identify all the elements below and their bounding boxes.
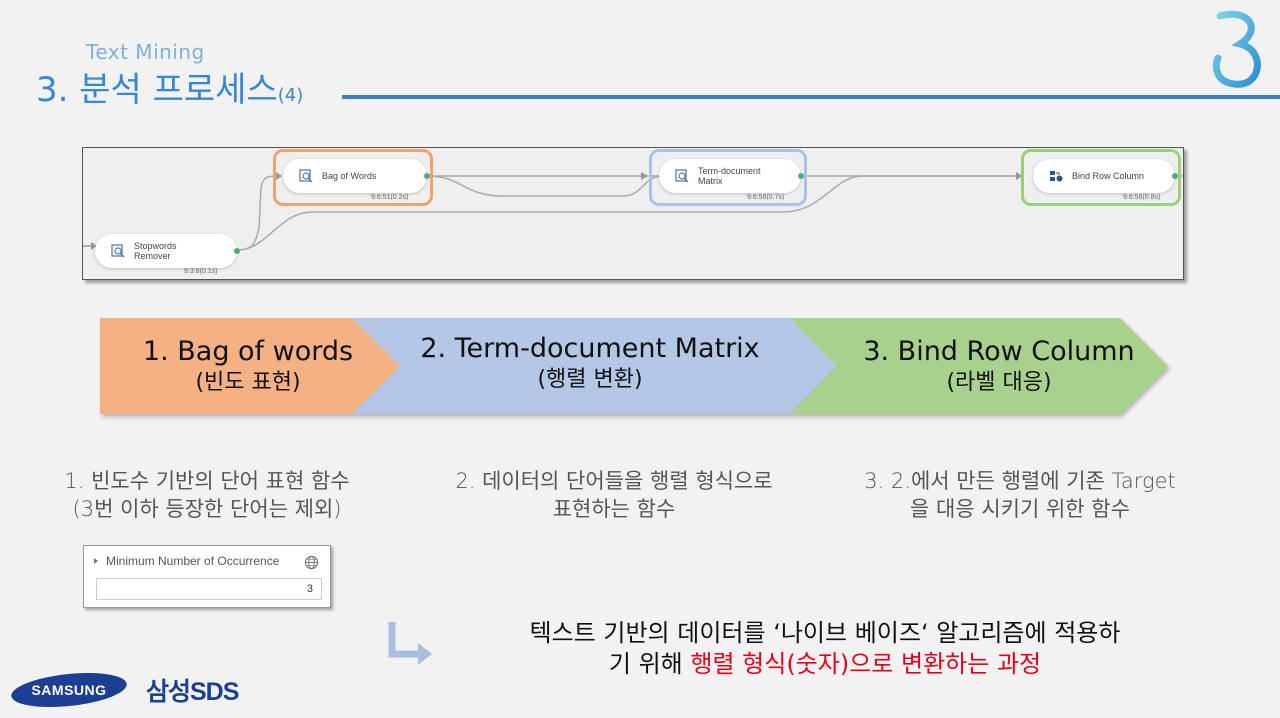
output-port[interactable] xyxy=(234,248,240,254)
stage-1-label: 1. Bag of words(빈도 표현) xyxy=(142,336,354,395)
description-1: 1. 빈도수 기반의 단어 표현 함수(3번 이하 등장한 단어는 제외) xyxy=(64,469,350,521)
min-occurrence-input[interactable]: 3 xyxy=(96,578,322,600)
node-time: 9:6:56(0.7s) xyxy=(747,194,785,201)
text-doc-icon xyxy=(299,169,313,183)
output-port[interactable] xyxy=(1172,173,1178,179)
note-line-2: 기 위해 xyxy=(608,650,691,678)
stage-2-arrow xyxy=(352,318,836,414)
expand-caret-icon[interactable] xyxy=(94,558,98,564)
stage-1-arrow xyxy=(100,318,400,414)
output-port[interactable] xyxy=(798,173,804,179)
text-doc-icon xyxy=(111,244,125,258)
node-time: 9:3:8(0.1s) xyxy=(184,268,218,275)
node-label: Bag of Words xyxy=(322,171,377,181)
min-occurrence-param-panel: Minimum Number of Occurrence 3 xyxy=(83,545,331,608)
title-main: 3. 분석 프로세스 xyxy=(36,70,278,110)
stage-3-label: 3. Bind Row Column(라벨 대응) xyxy=(863,336,1135,395)
process-band xyxy=(100,318,1168,414)
term-document-highlight xyxy=(649,149,807,206)
title-suffix: (4) xyxy=(277,85,304,106)
bent-arrow-icon xyxy=(388,622,432,665)
page-title: 3. 분석 프로세스(4) xyxy=(36,62,303,111)
node-label: Bind Row Column xyxy=(1072,171,1145,181)
node-bag-of-words[interactable]: Bag of Words xyxy=(283,159,430,193)
samsung-sds-logo: 삼성SDS xyxy=(146,678,239,706)
b-logo-icon xyxy=(1212,10,1261,88)
output-port[interactable] xyxy=(424,173,430,179)
bind-icon xyxy=(1050,171,1063,182)
node-bind-row-column[interactable]: Bind Row Column xyxy=(1033,159,1178,193)
globe-icon[interactable] xyxy=(304,555,319,570)
param-label: Minimum Number of Occurrence xyxy=(106,554,280,568)
workflow-links xyxy=(83,172,1183,251)
node-time: 9:6:51(0.2s) xyxy=(371,194,409,201)
bag-of-words-highlight xyxy=(273,149,433,206)
node-time: 9:6:56(0.8s) xyxy=(1123,194,1161,201)
bind-row-column-highlight xyxy=(1021,149,1181,206)
note-line-1: 텍스트 기반의 데이터를 ‘나이브 베이즈‘ 알고리즘에 적용하 xyxy=(529,619,1121,647)
section-subtitle: Text Mining xyxy=(86,40,205,64)
svg-text:SAMSUNG: SAMSUNG xyxy=(31,682,106,698)
summary-note: 텍스트 기반의 데이터를 ‘나이브 베이즈‘ 알고리즘에 적용하 기 위해 행렬… xyxy=(440,618,1210,680)
note-highlight: 행렬 형식(숫자)으로 변환하는 과정 xyxy=(690,650,1042,678)
text-doc-icon xyxy=(675,169,689,183)
stage-2-label: 2. Term-document Matrix(행렬 변환) xyxy=(420,333,760,392)
samsung-logo: SAMSUNG xyxy=(11,672,127,708)
stage-3-arrow xyxy=(790,318,1168,414)
title-underline xyxy=(342,95,1280,99)
